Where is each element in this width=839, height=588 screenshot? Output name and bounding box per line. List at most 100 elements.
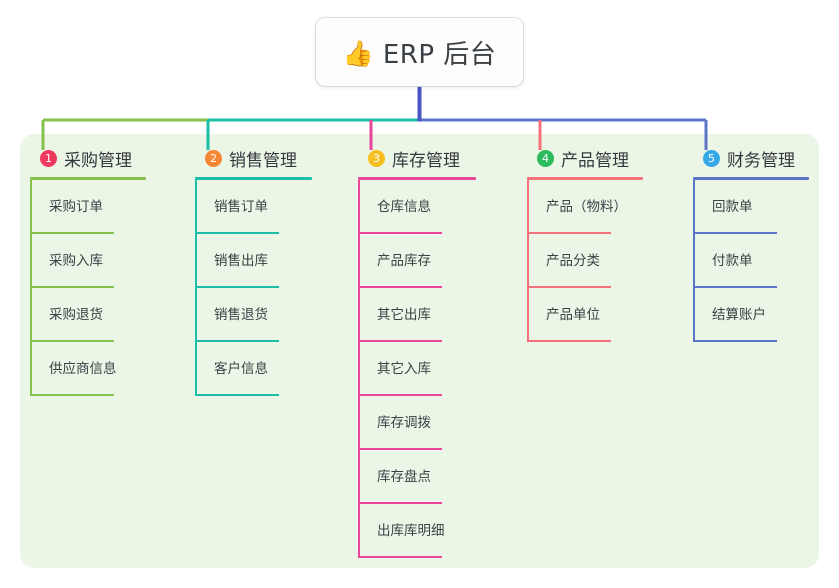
leaf-item[interactable]: 仓库信息 [358, 180, 476, 234]
branch-header-1[interactable]: 1 采购管理 [30, 146, 146, 171]
leaf-spine [195, 288, 197, 342]
leaf-underline [30, 340, 114, 342]
leaf-underline [693, 232, 777, 234]
leaf-underline [358, 340, 442, 342]
root-node-card[interactable]: 👍 ERP 后台 [316, 18, 523, 86]
leaf-item[interactable]: 库存调拨 [358, 396, 476, 450]
branch-header-underline [527, 177, 643, 180]
leaf-underline [527, 340, 611, 342]
branch-header-underline [30, 177, 146, 180]
leaf-spine [30, 180, 32, 234]
branch-title: 采购管理 [64, 150, 132, 171]
leaf-item[interactable]: 其它出库 [358, 288, 476, 342]
leaf-item[interactable]: 其它入库 [358, 342, 476, 396]
leaf-spine [195, 342, 197, 396]
leaf-label: 其它入库 [377, 361, 431, 377]
leaf-underline [693, 286, 777, 288]
leaf-label: 供应商信息 [49, 361, 117, 377]
leaf-label: 产品分类 [546, 253, 600, 269]
branch-header-underline [195, 177, 312, 180]
leaf-underline [358, 448, 442, 450]
leaf-item[interactable]: 出库库明细 [358, 504, 476, 558]
leaf-label: 其它出库 [377, 307, 431, 323]
leaf-item[interactable]: 销售出库 [195, 234, 312, 288]
thumbs-up-icon: 👍 [342, 38, 374, 68]
branch-header-3[interactable]: 3 库存管理 [358, 146, 476, 171]
leaf-underline [195, 232, 279, 234]
leaf-spine [527, 180, 529, 234]
leaf-underline [195, 340, 279, 342]
branch-title: 销售管理 [229, 150, 297, 171]
leaf-underline [195, 286, 279, 288]
leaf-item[interactable]: 采购订单 [30, 180, 146, 234]
leaf-underline [527, 286, 611, 288]
leaf-label: 产品库存 [377, 253, 431, 269]
leaf-item[interactable]: 客户信息 [195, 342, 312, 396]
leaf-spine [358, 396, 360, 450]
leaf-label: 仓库信息 [377, 199, 431, 215]
branch-number-badge: 3 [368, 149, 385, 167]
leaf-spine [693, 288, 695, 342]
leaf-underline [358, 232, 442, 234]
leaf-item[interactable]: 付款单 [693, 234, 809, 288]
leaf-underline [358, 502, 442, 504]
leaf-label: 付款单 [712, 253, 753, 269]
leaf-item[interactable]: 产品（物料） [527, 180, 643, 234]
leaf-underline [30, 286, 114, 288]
leaf-label: 销售退货 [214, 307, 268, 323]
branch-column-4: 4 产品管理产品（物料） 产品分类产品单位 [527, 146, 643, 342]
branch-number-badge: 4 [537, 149, 554, 167]
leaf-underline [693, 340, 777, 342]
leaf-underline [527, 232, 611, 234]
leaf-item[interactable]: 销售订单 [195, 180, 312, 234]
leaf-item[interactable]: 产品单位 [527, 288, 643, 342]
leaf-spine [527, 234, 529, 288]
leaf-label: 销售出库 [214, 253, 268, 269]
leaf-spine [358, 342, 360, 396]
leaf-spine [358, 234, 360, 288]
leaf-label: 采购退货 [49, 307, 103, 323]
leaf-underline [358, 556, 442, 558]
leaf-item[interactable]: 库存盘点 [358, 450, 476, 504]
leaf-spine [30, 234, 32, 288]
branch-title: 库存管理 [392, 150, 460, 171]
leaf-list: 回款单付款单结算账户 [693, 180, 809, 342]
leaf-item[interactable]: 回款单 [693, 180, 809, 234]
branch-column-1: 1 采购管理采购订单采购入库采购退货供应商信息 [30, 146, 146, 396]
leaf-list: 采购订单采购入库采购退货供应商信息 [30, 180, 146, 396]
branch-header-underline [693, 177, 809, 180]
leaf-label: 产品（物料） [546, 199, 627, 215]
leaf-label: 采购入库 [49, 253, 103, 269]
branch-number-badge: 2 [205, 149, 222, 167]
leaf-spine [30, 342, 32, 396]
branch-header-underline [358, 177, 476, 180]
leaf-spine [527, 288, 529, 342]
leaf-item[interactable]: 供应商信息 [30, 342, 146, 396]
leaf-underline [30, 232, 114, 234]
leaf-item[interactable]: 采购入库 [30, 234, 146, 288]
leaf-list: 产品（物料） 产品分类产品单位 [527, 180, 643, 342]
branch-header-4[interactable]: 4 产品管理 [527, 146, 643, 171]
branch-title: 产品管理 [561, 150, 629, 171]
branch-title: 财务管理 [727, 150, 795, 171]
leaf-underline [358, 394, 442, 396]
leaf-label: 产品单位 [546, 307, 600, 323]
leaf-spine [358, 450, 360, 504]
leaf-item[interactable]: 结算账户 [693, 288, 809, 342]
leaf-item[interactable]: 采购退货 [30, 288, 146, 342]
leaf-list: 仓库信息产品库存其它出库其它入库库存调拨库存盘点出库库明细 [358, 180, 476, 558]
leaf-item[interactable]: 产品分类 [527, 234, 643, 288]
leaf-item[interactable]: 销售退货 [195, 288, 312, 342]
leaf-label: 客户信息 [214, 361, 268, 377]
branch-header-2[interactable]: 2 销售管理 [195, 146, 312, 171]
branch-number-badge: 1 [40, 149, 57, 167]
leaf-underline [30, 394, 114, 396]
leaf-underline [195, 394, 279, 396]
leaf-label: 出库库明细 [377, 523, 445, 539]
leaf-item[interactable]: 产品库存 [358, 234, 476, 288]
leaf-label: 结算账户 [712, 307, 766, 323]
branch-column-3: 3 库存管理仓库信息产品库存其它出库其它入库库存调拨库存盘点出库库明细 [358, 146, 476, 558]
